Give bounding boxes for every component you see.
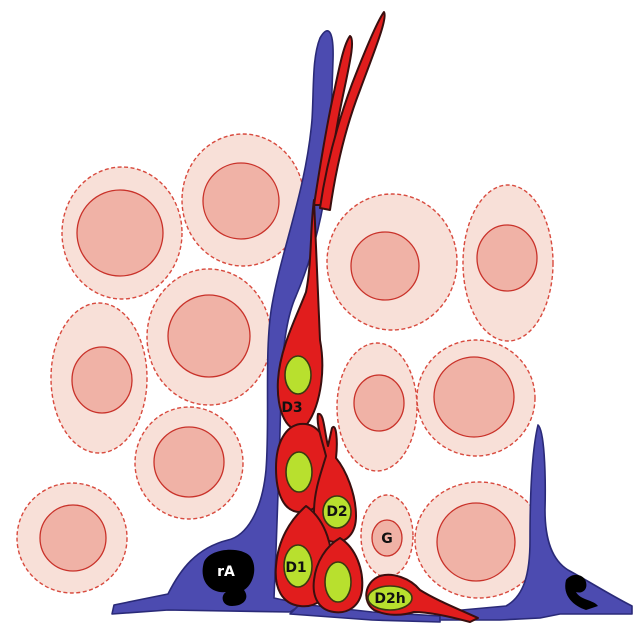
label-d3: D3 — [281, 400, 302, 416]
background-cell — [417, 340, 535, 456]
background-cell — [62, 167, 182, 299]
nucleus — [325, 562, 351, 602]
label-d2: D2 — [326, 504, 347, 520]
background-cell — [17, 483, 127, 593]
background-cell — [337, 343, 417, 471]
background-cell — [147, 269, 271, 405]
label-g: G — [381, 531, 393, 547]
background-cell — [51, 303, 147, 453]
background-cell — [463, 185, 553, 341]
label-ra: rA — [217, 564, 235, 580]
label-d2h: D2h — [374, 591, 405, 607]
label-d1: D1 — [285, 560, 306, 576]
background-cell — [135, 407, 243, 519]
background-cell — [327, 194, 457, 330]
nucleus — [286, 452, 312, 492]
nucleus-d3 — [285, 356, 311, 394]
glia-g-cell: G — [361, 495, 413, 577]
background-cell — [415, 482, 543, 598]
